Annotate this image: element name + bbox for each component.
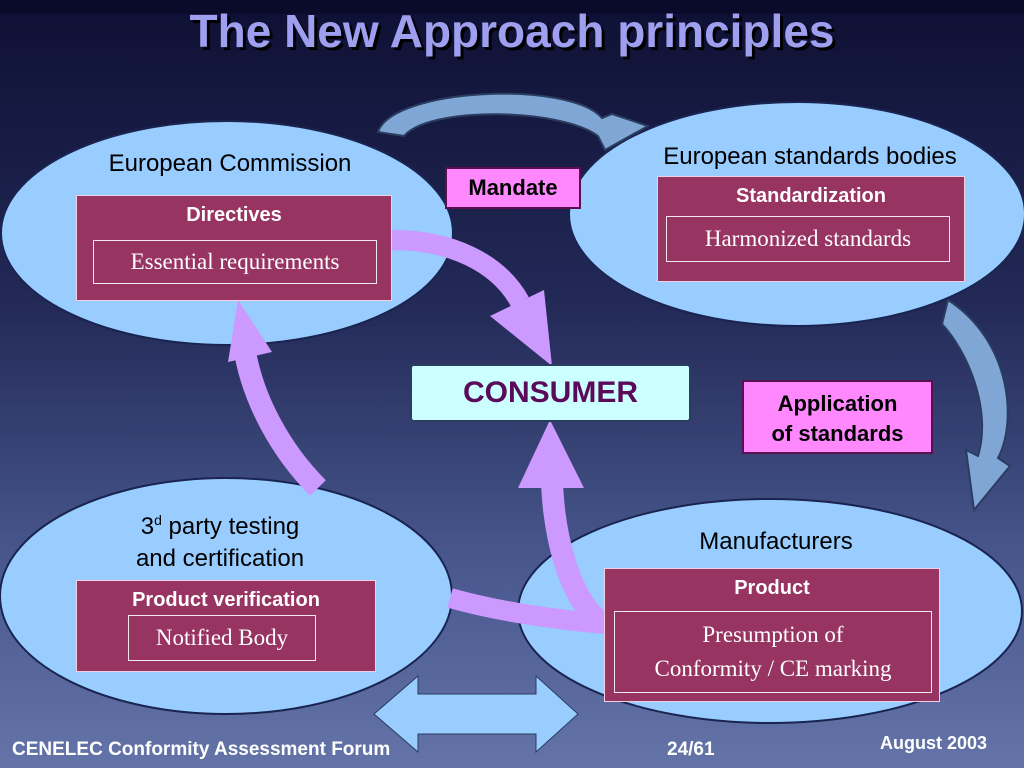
consumer-box: CONSUMER [410, 364, 691, 422]
testing-sup: d [154, 512, 162, 528]
label-third-party-testing: 3d party testing and certification [60, 504, 380, 575]
inner-notified-body: Notified Body [128, 615, 316, 661]
footer-organization: CENELEC Conformity Assessment Forum [12, 739, 391, 760]
box-title-standardization: Standardization [735, 185, 886, 207]
arrowhead-to-commission-icon [228, 300, 272, 362]
box-title-product-verification: Product verification [132, 589, 320, 611]
testing-line-1: 3d party testing [60, 504, 380, 543]
top-bar [0, 0, 1024, 14]
inner-essential-requirements: Essential requirements [93, 240, 377, 284]
box-title-product: Product [734, 577, 810, 599]
testing-line-2: and certification [135, 545, 305, 572]
label-manufacturers: Manufacturers [699, 528, 853, 555]
label-european-commission: European Commission [108, 150, 352, 177]
arrowhead-up-consumer-icon [518, 420, 584, 488]
arrow-testing-to-commission-icon [233, 344, 326, 496]
inner-presumption-of-conformity: Presumption of Conformity / CE marking [614, 611, 932, 693]
box-product: Product Presumption of Conformity / CE m… [604, 568, 940, 702]
arrow-commission-to-consumer-icon [391, 230, 529, 308]
footer-page-number: 24/61 [667, 739, 715, 760]
box-product-verification: Product verification Notified Body [76, 580, 376, 672]
box-standardization: Standardization Harmonized standards [657, 176, 965, 282]
presumption-line-1: Presumption of [702, 622, 844, 647]
label-mandate: Mandate [445, 167, 581, 209]
box-directives: Directives Essential requirements [76, 195, 392, 301]
double-arrow-bottom-icon [373, 674, 579, 754]
arrowhead-to-consumer-icon [490, 290, 552, 366]
curved-arrow-top-icon [376, 92, 651, 152]
curved-arrow-right-icon [940, 298, 1012, 513]
footer-date: August 2003 [880, 733, 988, 753]
inner-harmonized-standards: Harmonized standards [666, 216, 950, 262]
presumption-line-2: Conformity / CE marking [654, 656, 892, 681]
label-european-standards-bodies: European standards bodies [663, 143, 957, 170]
testing-rest: party testing [161, 513, 300, 540]
application-line-1: Application [777, 391, 898, 416]
application-line-2: of standards [771, 421, 904, 446]
label-application-of-standards: Application of standards [742, 380, 933, 454]
box-title-directives: Directives [186, 204, 282, 226]
testing-num: 3 [140, 513, 155, 540]
slide-title: The New Approach principles [189, 5, 835, 57]
